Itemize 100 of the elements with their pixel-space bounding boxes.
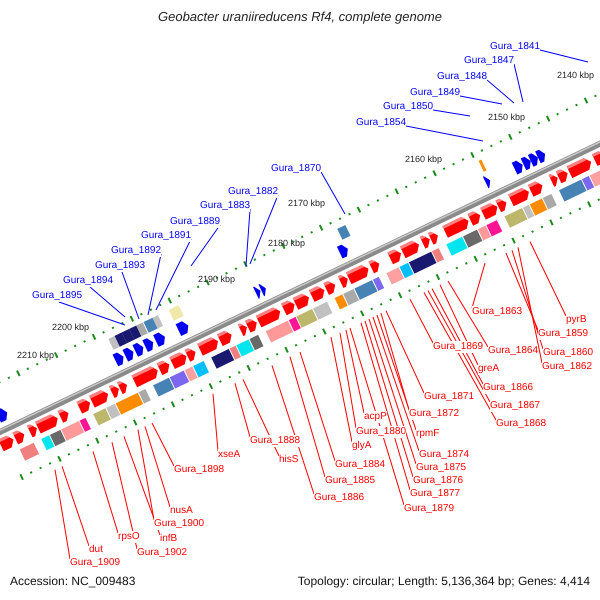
gene-label: Gura_1879	[404, 503, 454, 515]
gene-label: Gura_1884	[335, 459, 386, 471]
leader-line	[530, 241, 566, 316]
leader-line	[514, 64, 524, 102]
leader-line	[460, 96, 502, 104]
scale-label: 2140 kbp	[557, 70, 594, 81]
leader-line	[58, 302, 126, 326]
leader-line	[92, 450, 118, 534]
leader-line	[290, 356, 326, 478]
gene-label: Gura_1885	[325, 475, 376, 487]
gene-label: Gura_1850	[383, 101, 434, 113]
gene-label: Gura_1862	[542, 361, 592, 373]
leader-line	[432, 288, 484, 384]
gene-label: Gura_1867	[490, 400, 540, 412]
leader-line	[272, 364, 314, 494]
gene-label: Gura_1886	[314, 492, 364, 504]
gene-label: Gura_1854	[356, 117, 406, 129]
gene-label: greA	[478, 363, 500, 375]
leader-line	[380, 312, 410, 410]
gene-label: acpP	[364, 411, 387, 423]
gene-label: Gura_1847	[464, 55, 514, 67]
leader-line	[540, 50, 588, 62]
leader-line	[350, 328, 404, 506]
leader-line	[330, 336, 352, 442]
scale-label: 2170 kbp	[288, 198, 326, 209]
scale-label: 2210 kbp	[17, 350, 54, 361]
gene-label: Gura_1870	[271, 163, 322, 175]
gene-label: Gura_1895	[32, 290, 82, 302]
leader-line	[440, 284, 478, 366]
gene-label: Gura_1894	[63, 275, 114, 287]
leader-line	[212, 393, 218, 452]
gene-label: Gura_1902	[137, 547, 188, 559]
leader-line	[518, 246, 542, 364]
leader-line	[300, 352, 336, 462]
gene-label: Gura_1877	[410, 488, 460, 500]
gene-label: Gura_1859	[538, 328, 588, 340]
leader-line	[62, 466, 90, 546]
leader-line	[112, 442, 138, 550]
gene-label: pyrB	[566, 314, 587, 326]
leader-line	[234, 382, 250, 438]
leader-line	[432, 110, 470, 116]
gene-label: Gura_1889	[170, 216, 220, 228]
gene-label: Gura_1891	[141, 230, 192, 242]
gene-label: Gura_1848	[437, 71, 488, 83]
gene-label: Gura_1893	[95, 260, 146, 272]
leader-line	[448, 280, 488, 348]
leader-line	[424, 292, 496, 420]
gene-label: Gura_1883	[200, 200, 250, 212]
gene-label: Gura_1874	[419, 449, 470, 461]
leader-line	[410, 298, 434, 344]
gene-label: rpsO	[118, 531, 140, 543]
genome-summary: Topology: circular; Length: 5,136,364 bp; Genes: 4,414	[298, 575, 590, 587]
gene-label: Gura_1898	[174, 464, 224, 476]
gene-label: Gura_1909	[70, 557, 120, 569]
leader-line	[376, 314, 416, 430]
leader-line	[512, 250, 544, 350]
accession-label: Accession: NC_009483	[10, 575, 136, 587]
leader-line	[152, 422, 174, 466]
gene-label: Gura_1864	[488, 345, 538, 357]
leader-line	[486, 80, 514, 104]
gene-label: Gura_1869	[433, 341, 484, 353]
gene-label: Gura_1868	[496, 418, 546, 430]
scale-label: 2150 kbp	[488, 112, 526, 123]
gene-label: Gura_1860	[543, 347, 594, 359]
gene-label: rpmF	[416, 428, 440, 440]
leader-line	[368, 318, 416, 464]
gene-label: Gura_1875	[416, 462, 466, 474]
scale-label: 2190 kbp	[198, 274, 236, 285]
gene-label: Gura_1876	[413, 475, 464, 487]
leader-line	[138, 429, 154, 520]
leader-line	[506, 252, 538, 330]
leader-line	[90, 286, 126, 318]
gene-label: Gura_1872	[409, 408, 460, 420]
leader-line	[372, 316, 420, 452]
leader-line	[340, 332, 356, 428]
gene-label: Gura_1863	[472, 306, 522, 318]
leader-line	[360, 322, 410, 490]
gene-label: Gura_1841	[490, 41, 540, 53]
gene-label: Gura_1882	[228, 186, 278, 198]
leader-line	[364, 320, 414, 478]
gene-label: Gura_1888	[250, 435, 300, 447]
gene-label: Gura_1900	[154, 518, 204, 530]
gene-label: Gura_1849	[410, 87, 460, 99]
leader-line	[124, 436, 160, 536]
scale-label: 2200 kbp	[52, 322, 90, 333]
gene-label: glyA	[352, 440, 372, 452]
gene-label: Gura_1866	[483, 382, 534, 394]
leader-line	[406, 126, 484, 142]
scale-label: 2160 kbp	[405, 154, 442, 165]
leader-line	[428, 290, 490, 402]
title: Geobacter uraniireducens Rf4, complete genome	[157, 11, 443, 23]
leader-line	[386, 310, 424, 394]
leader-line	[54, 469, 70, 560]
leader-line	[122, 272, 140, 320]
leader-line	[320, 172, 346, 214]
leader-line	[144, 426, 170, 508]
leader-line	[472, 262, 486, 308]
gene-label: Gura_1880	[356, 426, 406, 438]
scale-label: 2180 kbp	[268, 238, 306, 249]
gene-label: Gura_1871	[424, 391, 474, 403]
